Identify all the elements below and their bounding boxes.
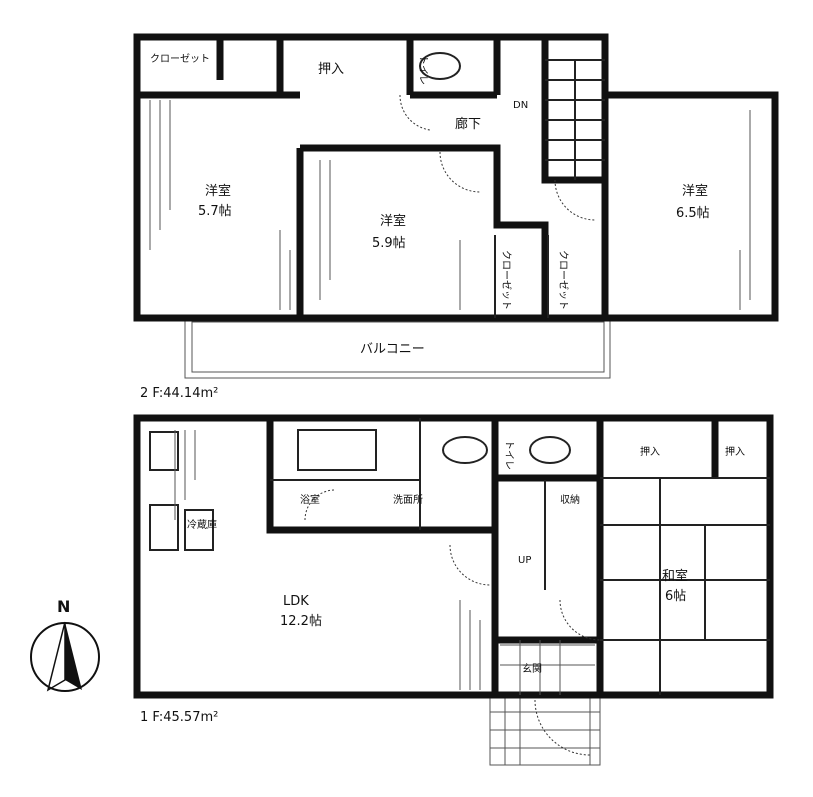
fridge-box	[184, 509, 214, 551]
closet-top-label: クローゼット	[150, 53, 210, 65]
washitsu-size: 6帖	[665, 589, 686, 604]
closet-b-label: クローゼット	[557, 250, 569, 310]
closet-a-label: クローゼット	[500, 250, 512, 310]
storage-label: 収納	[560, 493, 580, 506]
north-compass-icon: N	[30, 597, 100, 692]
oshiire-b-label: 押入	[725, 445, 745, 458]
fridge-label: 冷蔵庫	[187, 518, 217, 531]
western-right-size: 6.5帖	[676, 206, 710, 221]
western-right-name: 洋室	[682, 183, 708, 199]
oshiire-a-label: 押入	[640, 445, 660, 458]
entrance-label: 玄関	[522, 662, 542, 675]
toilet-2f-label: トイレ	[417, 55, 428, 85]
western-left-size: 5.7帖	[198, 204, 232, 219]
first-floor: 冷蔵庫 浴室 洗面所 トイレ 収納 押入 押入 UP LDK 12.2帖 和室 …	[133, 414, 774, 766]
balcony-label: バルコニー	[360, 342, 425, 357]
stairs-up-label: UP	[518, 555, 531, 566]
western-middle-size: 5.9帖	[372, 236, 406, 251]
western-middle-name: 洋室	[380, 213, 406, 229]
washitsu-name: 和室	[662, 568, 688, 584]
second-floor: クローゼット 押入 トイレ 廊下 DN 洋室 5.7帖 洋室 5.9帖 洋室 6…	[133, 33, 779, 401]
washroom-label: 洗面所	[393, 494, 423, 506]
bath-label: 浴室	[300, 493, 320, 506]
floor2-area: 2 F:44.14m²	[140, 386, 218, 401]
stairs-down-label: DN	[513, 100, 528, 111]
ldk-name: LDK	[283, 594, 309, 609]
toilet-1f-label: トイレ	[503, 440, 514, 470]
floor1-area: 1 F:45.57m²	[140, 710, 218, 725]
oshiire-label: 押入	[318, 62, 344, 77]
ldk-size: 12.2帖	[280, 614, 322, 629]
hallway-label: 廊下	[455, 116, 481, 132]
western-left-name: 洋室	[205, 183, 231, 199]
north-label: N	[57, 597, 70, 616]
